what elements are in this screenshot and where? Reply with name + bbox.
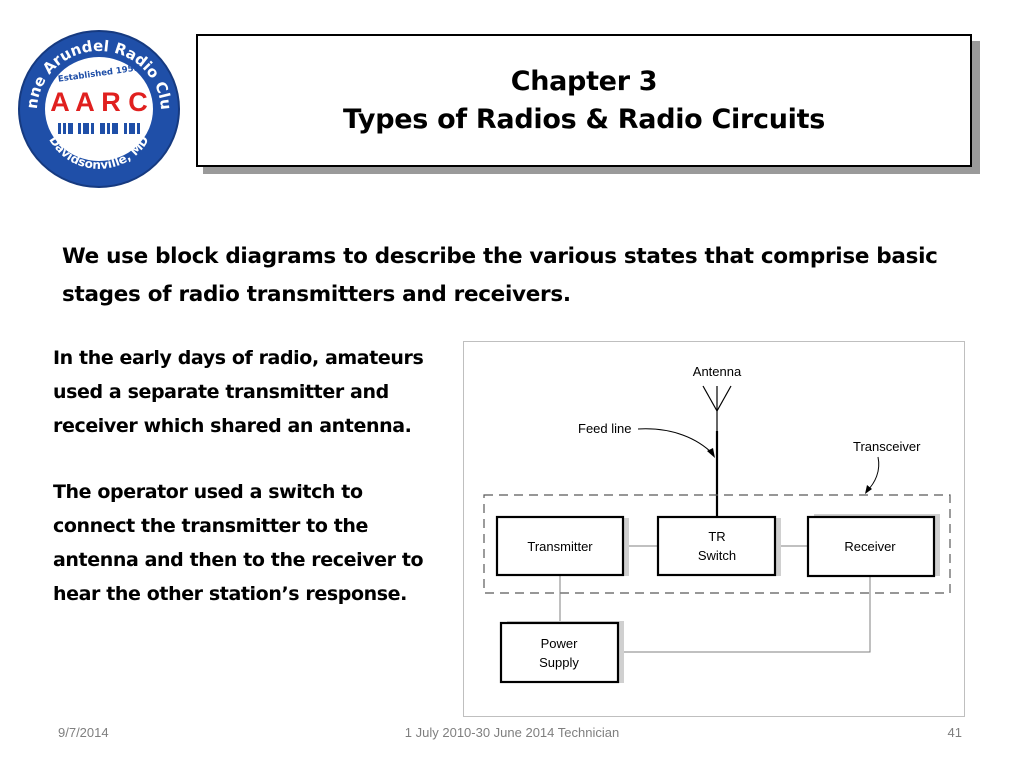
logo-morse-bars bbox=[58, 123, 140, 134]
label-transmitter: Transmitter bbox=[527, 539, 593, 554]
feed-line-leader bbox=[637, 428, 714, 455]
receiver-block bbox=[806, 515, 936, 578]
label-switch: Switch bbox=[698, 548, 736, 563]
label-feed-line: Feed line bbox=[578, 421, 631, 436]
aarc-logo: Anne Arundel Radio Club Davidsonville, M… bbox=[18, 29, 180, 188]
transceiver-arrow bbox=[865, 485, 872, 494]
footer-page-number: 41 bbox=[947, 725, 962, 740]
intro-text: We use block diagrams to describe the va… bbox=[62, 244, 938, 307]
label-supply: Supply bbox=[539, 655, 579, 670]
paragraph-operator: The operator used a switch to connect th… bbox=[53, 481, 424, 605]
power-supply-block bbox=[499, 621, 620, 684]
footer-center: 1 July 2010-30 June 2014 Technician bbox=[404, 725, 620, 740]
label-power: Power bbox=[541, 636, 579, 651]
title-subject: Types of Radios & Radio Circuits bbox=[343, 103, 825, 135]
transmitter-block bbox=[495, 515, 625, 577]
block-diagram: Antenna Feed line Transceiver Transmitte… bbox=[463, 341, 965, 717]
body-text: In the early days of radio, amateurs use… bbox=[53, 341, 438, 643]
label-transceiver: Transceiver bbox=[853, 439, 921, 454]
label-tr: TR bbox=[708, 529, 725, 544]
footer-date: 9/7/2014 bbox=[58, 725, 109, 740]
title-box: Chapter 3 Types of Radios & Radio Circui… bbox=[196, 34, 972, 167]
logo-acronym: A A R C bbox=[50, 87, 148, 117]
label-antenna: Antenna bbox=[693, 364, 742, 379]
transceiver-boundary bbox=[483, 494, 951, 594]
tr-switch-block bbox=[656, 515, 777, 577]
label-receiver: Receiver bbox=[844, 539, 896, 554]
title-chapter: Chapter 3 bbox=[510, 65, 658, 97]
feed-line-arrow bbox=[707, 448, 715, 458]
paragraph-early-days: In the early days of radio, amateurs use… bbox=[53, 347, 424, 437]
